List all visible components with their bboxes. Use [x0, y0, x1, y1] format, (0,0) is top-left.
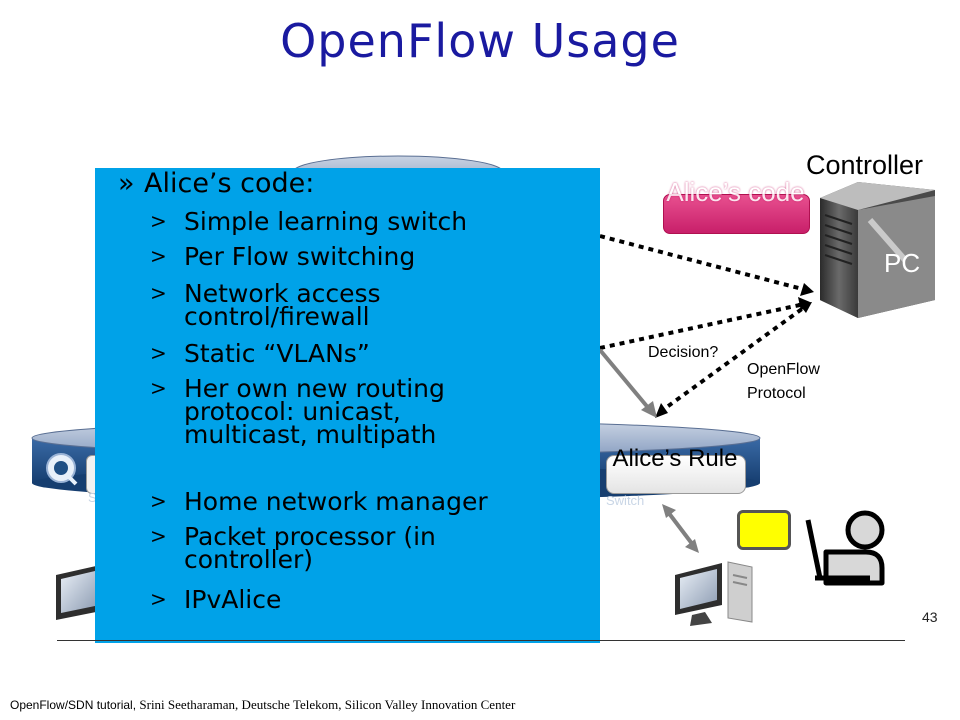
host-link-arrow — [662, 504, 699, 553]
decision-label: Decision? — [648, 344, 719, 361]
decision-arrow — [598, 348, 657, 418]
alice-rule-label: Alice’s Rule — [612, 445, 738, 472]
alice-code-badge — [663, 194, 810, 234]
slide-title: OpenFlow Usage — [280, 14, 680, 68]
list-item: > Per Flow switching — [150, 242, 580, 271]
list-item-text: IPvAlice — [184, 585, 282, 614]
highlight-box — [737, 510, 791, 550]
switch-label-left: S — [88, 490, 97, 505]
switch-logo-icon — [46, 453, 78, 486]
alice-rule-box — [606, 455, 746, 494]
list-item: > Her own new routing protocol: unicast, … — [150, 374, 580, 449]
overlay-heading: » Alice’s code: — [118, 168, 314, 199]
list-item-text: Home network manager — [184, 487, 488, 516]
list-item-text: Network access control/firewall — [184, 279, 381, 331]
openflow-arrows — [599, 234, 814, 418]
list-item: > Packet processor (in controller) — [150, 522, 580, 574]
footer-prefix: OpenFlow/SDN tutorial, — [10, 698, 140, 712]
list-item: > Network access control/firewall — [150, 279, 580, 331]
openflow-protocol-label: OpenFlow Protocol — [747, 361, 820, 402]
host-computer-icon — [675, 561, 753, 626]
left-computer-icon — [56, 566, 96, 620]
list-item: > Simple learning switch — [150, 207, 580, 236]
item-marker: > — [150, 281, 167, 305]
list-item: > IPvAlice — [150, 585, 580, 614]
controller-server-icon — [820, 182, 935, 318]
item-marker: > — [150, 524, 167, 548]
footer-credit: OpenFlow/SDN tutorial, Srini Seetharaman… — [10, 697, 515, 713]
alice-code-overlay — [95, 168, 600, 643]
item-marker: > — [150, 209, 167, 233]
controller-label: Controller — [806, 150, 924, 180]
item-marker: > — [150, 587, 167, 611]
footer-divider — [57, 640, 905, 641]
heading-marker: » — [118, 168, 135, 199]
list-item: > Home network manager — [150, 487, 580, 516]
list-item-text: Simple learning switch — [184, 207, 468, 236]
footer-author: Srini Seetharaman, Deutsche Telekom, Sil… — [139, 697, 516, 712]
overlay-heading-text: Alice’s code: — [144, 168, 315, 199]
item-marker: > — [150, 489, 167, 513]
list-item-text: Static “VLANs” — [184, 339, 370, 368]
slide-number: 43 — [922, 609, 938, 625]
list-item-text: Per Flow switching — [184, 242, 416, 271]
switch-label-right: Switch — [606, 493, 645, 508]
item-marker: > — [150, 376, 167, 400]
list-item-text: Her own new routing protocol: unicast, m… — [184, 374, 445, 449]
user-person-icon — [805, 510, 885, 586]
list-item-text: Packet processor (in controller) — [184, 522, 436, 574]
list-item: > Static “VLANs” — [150, 339, 580, 368]
item-marker: > — [150, 341, 167, 365]
alice-code-label: Alice’s code — [666, 177, 805, 207]
pc-label: PC — [884, 248, 921, 278]
item-marker: > — [150, 244, 167, 268]
